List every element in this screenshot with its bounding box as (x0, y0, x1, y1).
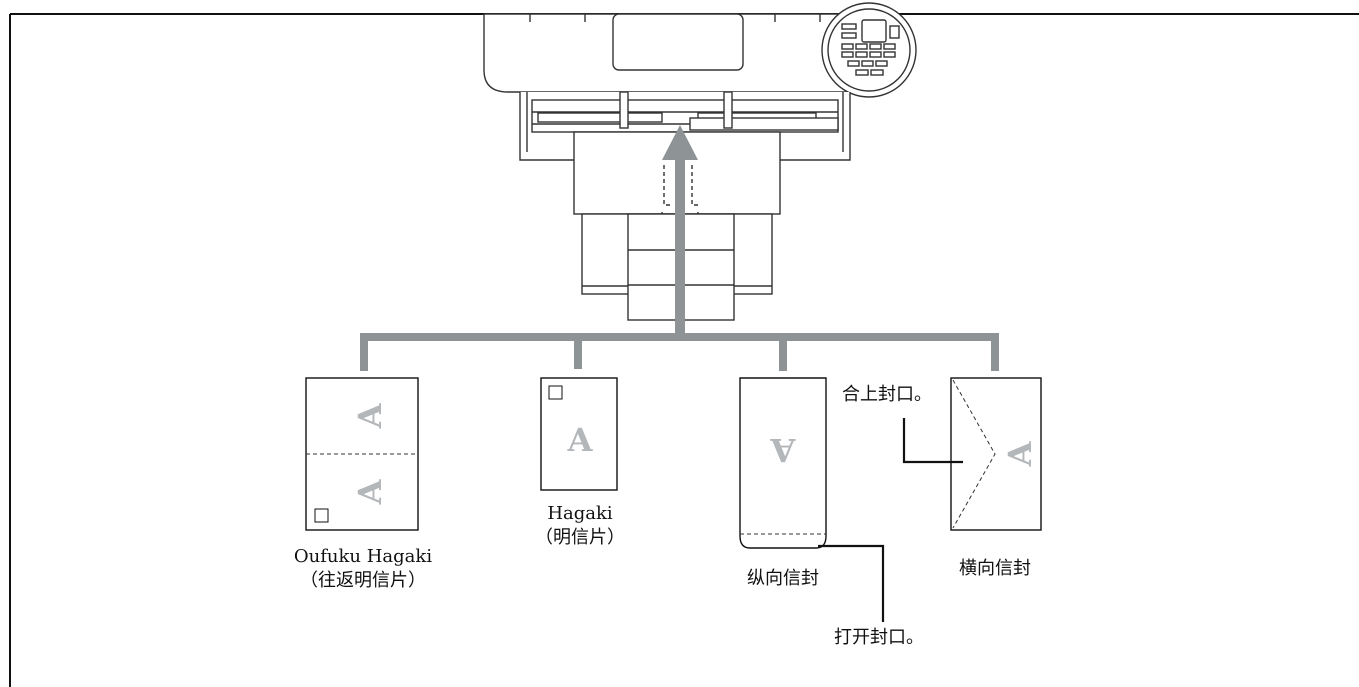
oufuku-glyph-bottom: A (351, 478, 389, 505)
open-flap-callout: 打开封口。 (834, 627, 924, 648)
feed-arrow (662, 125, 698, 340)
control-panel (821, 2, 917, 98)
oufuku-hagaki-name: Oufuku Hagaki (293, 546, 433, 567)
distribution-bar (360, 333, 999, 371)
portrait-envelope-glyph: A (769, 431, 796, 469)
landscape-envelope: A (902, 377, 1042, 531)
printer-illustration (483, 2, 917, 321)
hagaki-glyph: A (567, 421, 594, 459)
oufuku-hagaki-label: Oufuku Hagaki （往返明信片） (292, 545, 434, 593)
hagaki-card: A (540, 377, 618, 491)
landscape-envelope-glyph: A (1001, 440, 1039, 467)
portrait-envelope-label: 纵向信封 (747, 568, 819, 589)
open-flap-callout-line (818, 544, 885, 622)
close-flap-callout: 合上封口。 (842, 384, 932, 405)
oufuku-hagaki-name-cn: （往返明信片） (300, 570, 426, 591)
oufuku-glyph-top: A (351, 402, 389, 429)
portrait-envelope: A (739, 377, 885, 622)
hagaki-label: Hagaki （明信片） (520, 502, 640, 550)
landscape-envelope-label: 横向信封 (959, 558, 1031, 579)
hagaki-name: Hagaki (547, 503, 613, 524)
hagaki-name-cn: （明信片） (535, 527, 625, 548)
close-flap-callout-line (902, 418, 963, 464)
oufuku-hagaki-card: A A (305, 377, 419, 531)
